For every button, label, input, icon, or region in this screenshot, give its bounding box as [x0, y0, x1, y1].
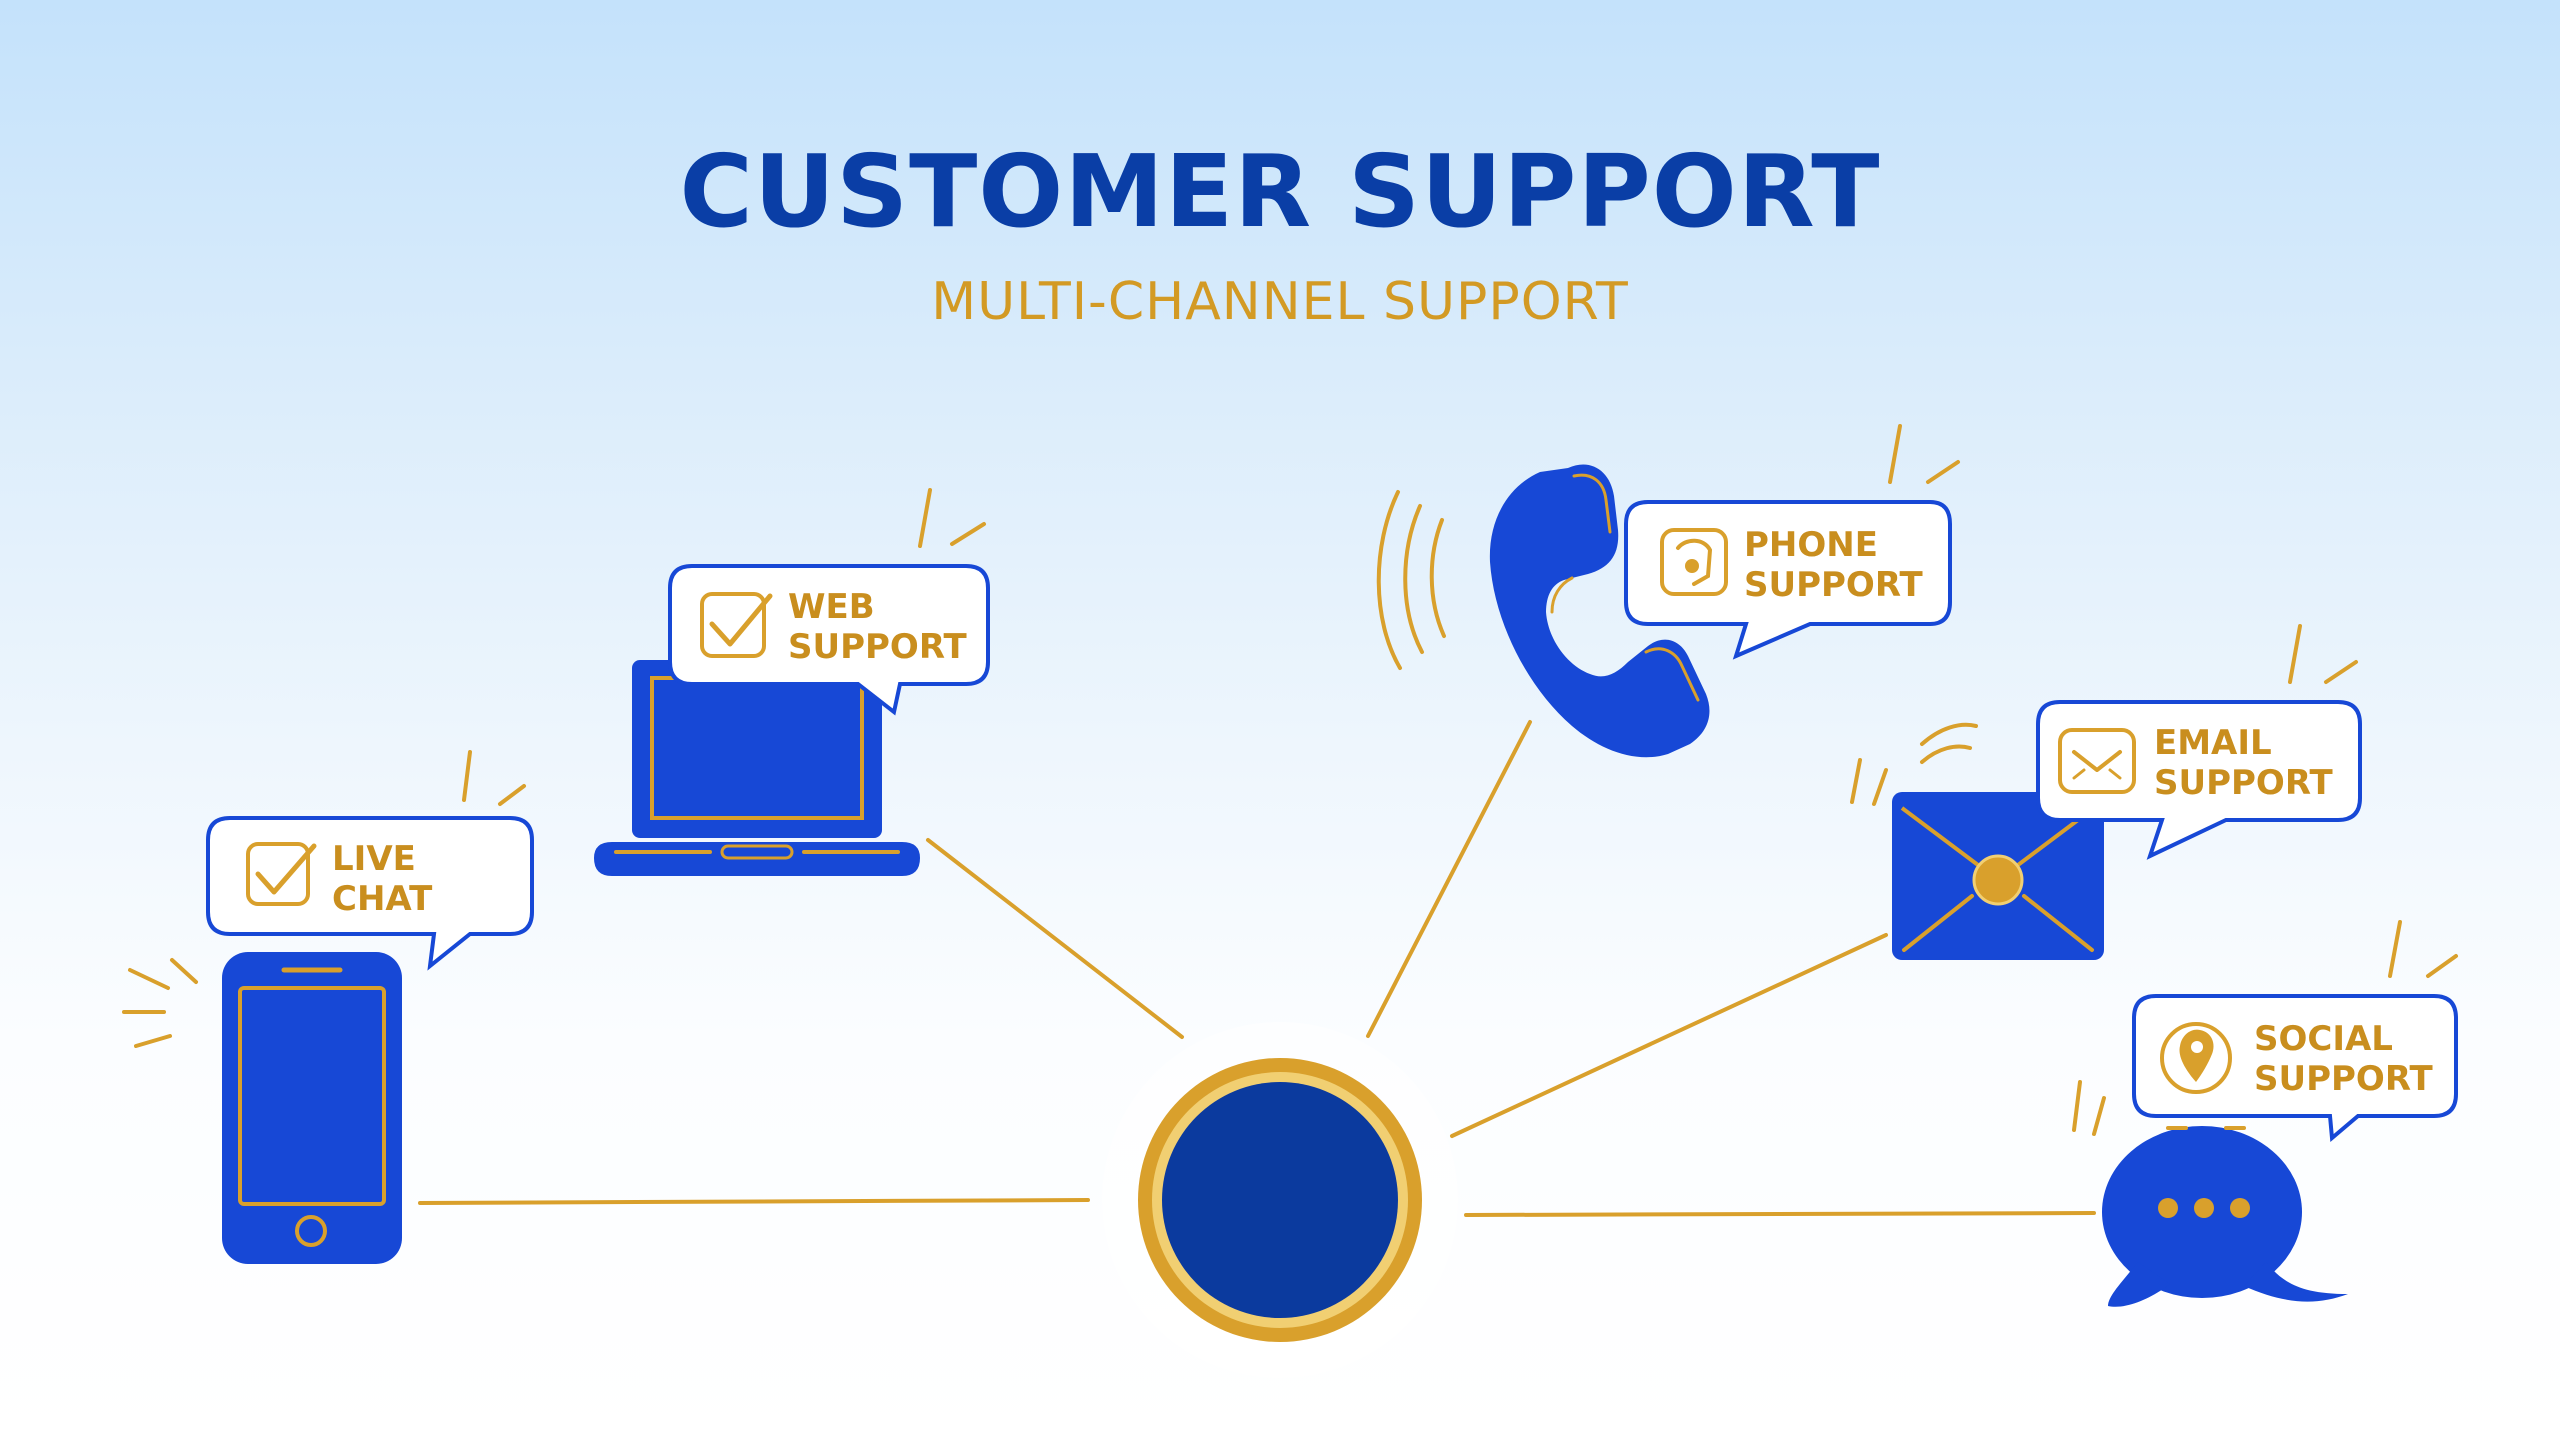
- checkbox-icon: [700, 592, 766, 658]
- checkbox-icon: [246, 842, 310, 906]
- envelope-seal: [1972, 854, 2024, 906]
- connector-phone: [1366, 720, 1532, 1038]
- connector-lines: [418, 720, 2096, 1217]
- web-support-callout: WEB SUPPORT: [668, 488, 990, 716]
- envelope-badge-icon: [2058, 728, 2136, 794]
- hub: [1102, 1022, 1458, 1378]
- live-chat-label-line2: CHAT: [332, 879, 433, 919]
- hub-core: [1162, 1082, 1398, 1318]
- connector-email: [1450, 933, 1888, 1138]
- phone-support-callout: PHONE SUPPORT: [1624, 424, 1960, 660]
- live-chat-callout: LIVE CHAT: [206, 750, 534, 971]
- email-ring-marks: [1850, 722, 1978, 806]
- social-support-callout: SOCIAL SUPPORT: [2132, 920, 2458, 1143]
- smartphone-icon: [222, 952, 402, 1264]
- live-chat-ring-marks: [122, 958, 198, 1048]
- web-support-label-line1: WEB: [788, 587, 875, 627]
- live-chat-label-line1: LIVE: [332, 839, 416, 879]
- location-pin-badge-icon: [2160, 1022, 2232, 1094]
- page-title: CUSTOMER SUPPORT: [679, 133, 1881, 250]
- phone-support-label-line1: PHONE: [1744, 525, 1878, 565]
- connector-social: [1464, 1211, 2096, 1217]
- social-support-label-line1: SOCIAL: [2254, 1019, 2393, 1059]
- email-support-label-line1: EMAIL: [2154, 723, 2272, 763]
- social-ring-marks: [2072, 1080, 2246, 1136]
- connector-live-chat: [418, 1198, 1090, 1205]
- chat-bubble-icon: [2102, 1126, 2348, 1307]
- email-support-callout: EMAIL SUPPORT: [2036, 624, 2362, 860]
- phone-ring-waves: [1376, 490, 1446, 670]
- email-support-label-line2: SUPPORT: [2154, 763, 2333, 803]
- phone-support-label-line2: SUPPORT: [1744, 565, 1923, 605]
- telephone-handset-icon: [1489, 464, 1710, 758]
- social-support-label-line2: SUPPORT: [2254, 1059, 2433, 1099]
- headset-badge-icon: [1660, 528, 1728, 596]
- page-subtitle: MULTI-CHANNEL SUPPORT: [931, 272, 1629, 332]
- web-support-label-line2: SUPPORT: [788, 627, 967, 667]
- envelope-icon: [1892, 792, 2104, 960]
- connector-web: [926, 838, 1184, 1039]
